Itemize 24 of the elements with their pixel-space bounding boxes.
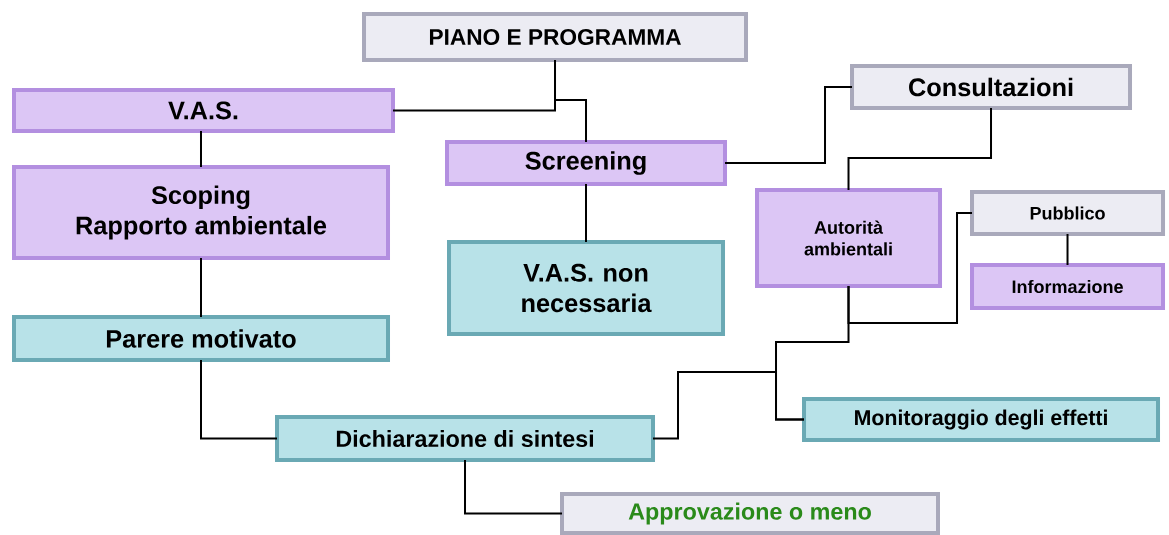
connector-line [724,86,853,164]
process-box: V.A.S. non necessaria [447,240,725,336]
process-box: PIANO E PROGRAMMA [362,12,748,62]
connector-line [464,459,563,515]
process-box: Scoping Rapporto ambientale [12,165,390,260]
connector-line [847,212,973,324]
connector-line [847,107,992,191]
process-box: Monitoraggio degli effetti [802,397,1160,442]
connector-line [1066,233,1069,266]
process-box: Consultazioni [850,64,1132,110]
process-box: Informazione [970,263,1165,310]
process-box: Screening [445,140,727,186]
connector-line [554,59,587,143]
process-box: Pubblico [970,190,1165,236]
process-box: V.A.S. [12,88,395,133]
connector-line [200,130,202,168]
process-box: Approvazione o meno [560,492,940,535]
connector-line [585,183,587,243]
process-box: Autorità ambientali [755,188,942,288]
connector-line [652,371,805,440]
connector-line [200,359,278,440]
process-box: Parere motivato [12,315,390,362]
process-box: Dichiarazione di sintesi [275,415,655,462]
connector-line [200,257,202,318]
